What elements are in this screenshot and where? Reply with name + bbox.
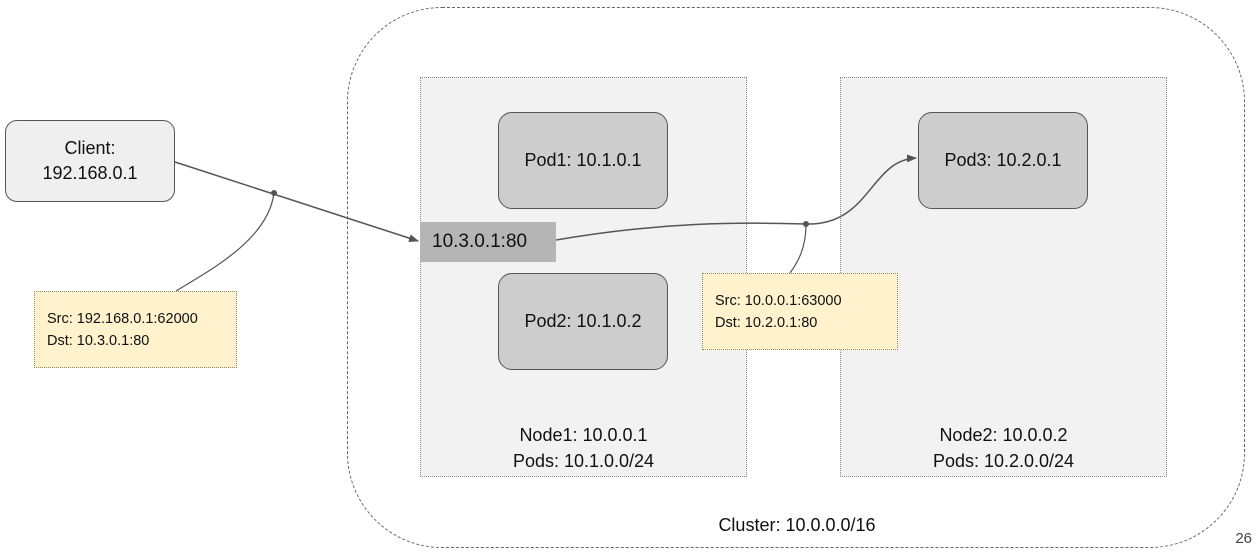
pod1-box: Pod1: 10.1.0.1 xyxy=(498,112,668,209)
packet-note-2: Src: 10.0.0.1:63000 Dst: 10.2.0.1:80 xyxy=(702,273,898,350)
node2-label: Node2: 10.0.0.2 Pods: 10.2.0.0/24 xyxy=(841,422,1166,474)
client-box: Client: 192.168.0.1 xyxy=(5,120,175,202)
pod1-label: Pod1: 10.1.0.1 xyxy=(524,150,642,170)
node1-label: Node1: 10.0.0.1 Pods: 10.1.0.0/24 xyxy=(421,422,746,474)
note2-callout-dot xyxy=(803,221,809,227)
note1-callout-dot xyxy=(271,190,277,196)
pod3-label: Pod3: 10.2.0.1 xyxy=(944,150,1062,170)
service-ip-port: 10.3.0.1:80 xyxy=(432,231,528,252)
client-ip: 192.168.0.1 xyxy=(42,163,138,183)
packet-note-1-src: Src: 192.168.0.1:62000 xyxy=(47,310,198,327)
pod2-label: Pod2: 10.1.0.2 xyxy=(524,311,642,331)
packet-note-1-dst: Dst: 10.3.0.1:80 xyxy=(47,332,150,349)
cluster-label: Cluster: 10.0.0.0/16 xyxy=(718,515,876,535)
packet-note-2-dst: Dst: 10.2.0.1:80 xyxy=(715,314,818,331)
client-to-service-arrow xyxy=(174,161,419,243)
node1-pod-cidr: Pods: 10.1.0.0/24 xyxy=(512,451,655,471)
service-to-pod3-arrow xyxy=(555,154,917,241)
node2-pod-cidr: Pods: 10.2.0.0/24 xyxy=(932,451,1075,471)
pod3-box: Pod3: 10.2.0.1 xyxy=(918,112,1088,209)
node1-name: Node1: 10.0.0.1 xyxy=(519,425,648,445)
client-label: Client: xyxy=(64,138,116,158)
node2-name: Node2: 10.0.0.2 xyxy=(939,425,1068,445)
note1-callout-line xyxy=(175,192,275,292)
packet-note-1: Src: 192.168.0.1:62000 Dst: 10.3.0.1:80 xyxy=(34,291,237,368)
pod2-box: Pod2: 10.1.0.2 xyxy=(498,273,668,370)
page-number: 26 xyxy=(1235,530,1252,547)
packet-note-2-src: Src: 10.0.0.1:63000 xyxy=(715,292,842,309)
service-box: 10.3.0.1:80 xyxy=(420,222,556,262)
note2-callout-line xyxy=(789,223,807,274)
cluster-boundary xyxy=(347,7,1245,548)
